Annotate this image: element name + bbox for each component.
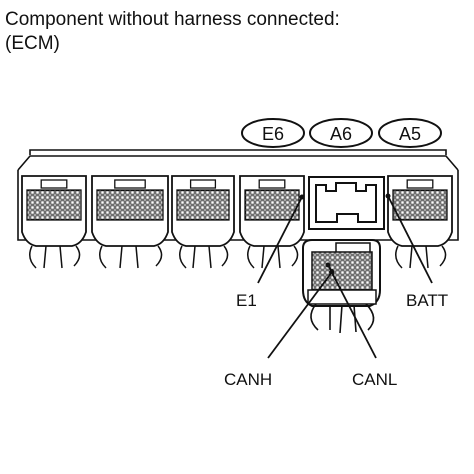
terminal-label-batt: BATT xyxy=(406,291,448,310)
terminal-label-canl: CANL xyxy=(352,370,397,389)
terminal-label-canh: CANH xyxy=(224,370,272,389)
caption-line-2: (ECM) xyxy=(5,33,60,54)
ecm-housing xyxy=(17,149,459,241)
connector-block-2 xyxy=(91,175,169,269)
connector-code-a5: A5 xyxy=(378,118,442,148)
connector-block-1 xyxy=(21,175,87,269)
caption-line-1: Component without harness connected: xyxy=(5,9,340,30)
connector-code-e6-text: E6 xyxy=(262,124,284,144)
connector-block-4 xyxy=(239,175,305,269)
caption: Component without harness connected: (EC… xyxy=(5,8,340,56)
leader-lines xyxy=(257,195,433,359)
connector-row xyxy=(21,175,453,269)
connector-code-a6: A6 xyxy=(309,118,373,148)
leader-dots xyxy=(299,193,391,275)
connector-code-a5-text: A5 xyxy=(399,124,421,144)
connector-a6-socket xyxy=(308,176,385,230)
connector-code-a6-text: A6 xyxy=(330,124,352,144)
connector-block-a5 xyxy=(387,175,453,269)
terminal-label-e1: E1 xyxy=(236,291,257,310)
connector-can xyxy=(302,239,381,334)
connector-block-3 xyxy=(171,175,235,269)
connector-code-e6: E6 xyxy=(241,118,305,148)
